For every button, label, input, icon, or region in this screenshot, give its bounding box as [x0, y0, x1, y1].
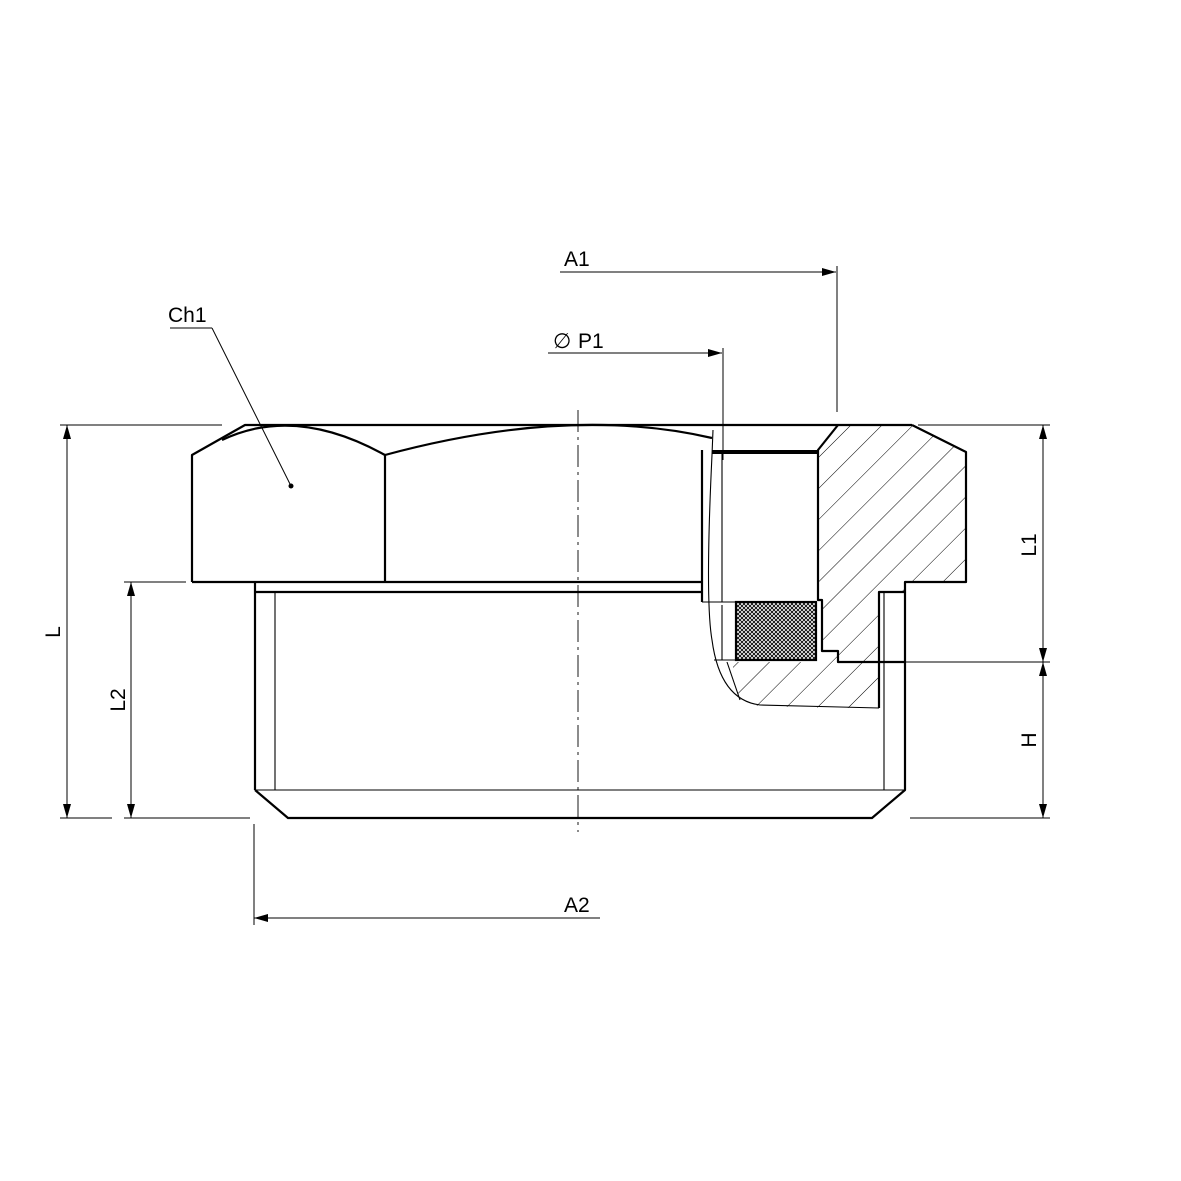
l1-arrow-bottom — [1039, 648, 1047, 662]
h-arrow-top — [1039, 662, 1047, 676]
seal-ring — [734, 600, 818, 662]
inner-bore-curve — [707, 429, 880, 709]
l1-arrow-top — [1039, 425, 1047, 439]
label-l2: L2 — [107, 688, 130, 711]
a2-arrow — [254, 914, 268, 922]
label-p1: P1 — [578, 330, 604, 353]
l-arrow-top — [63, 425, 71, 439]
body-bottom-chamfer — [254, 592, 907, 820]
hex-head — [190, 423, 912, 602]
hex-head-outline — [190, 423, 912, 582]
label-ch1: Ch1 — [168, 304, 207, 327]
l2-arrow-bottom — [127, 804, 135, 818]
ch1-leader-line — [211, 327, 292, 487]
seal-chamfer — [726, 661, 741, 701]
l2-arrow-top — [127, 582, 135, 596]
h-arrow-bottom — [1039, 804, 1047, 818]
hatched-section — [732, 425, 966, 708]
a1-arrow — [822, 268, 836, 276]
threaded-body — [253, 582, 907, 820]
label-l1: L1 — [1018, 533, 1041, 556]
dimension-lines — [60, 266, 1050, 925]
section-inner-wall — [816, 424, 906, 664]
section-view — [702, 424, 968, 709]
l-arrow-bottom — [63, 804, 71, 818]
label-a1: A1 — [564, 248, 590, 271]
p1-arrow — [708, 349, 722, 357]
counterbore — [712, 450, 818, 454]
dimension-labels: Ch1 A1 ∅ P1 L L2 L1 H A2 — [42, 248, 1041, 917]
hex-flat-right-arc — [384, 423, 713, 457]
label-a2: A2 — [564, 894, 590, 917]
section-outline — [877, 424, 968, 708]
label-l: L — [42, 626, 65, 638]
hex-flat-left-arc — [221, 424, 386, 456]
label-h: H — [1018, 732, 1041, 747]
diameter-symbol: ∅ — [553, 330, 571, 353]
